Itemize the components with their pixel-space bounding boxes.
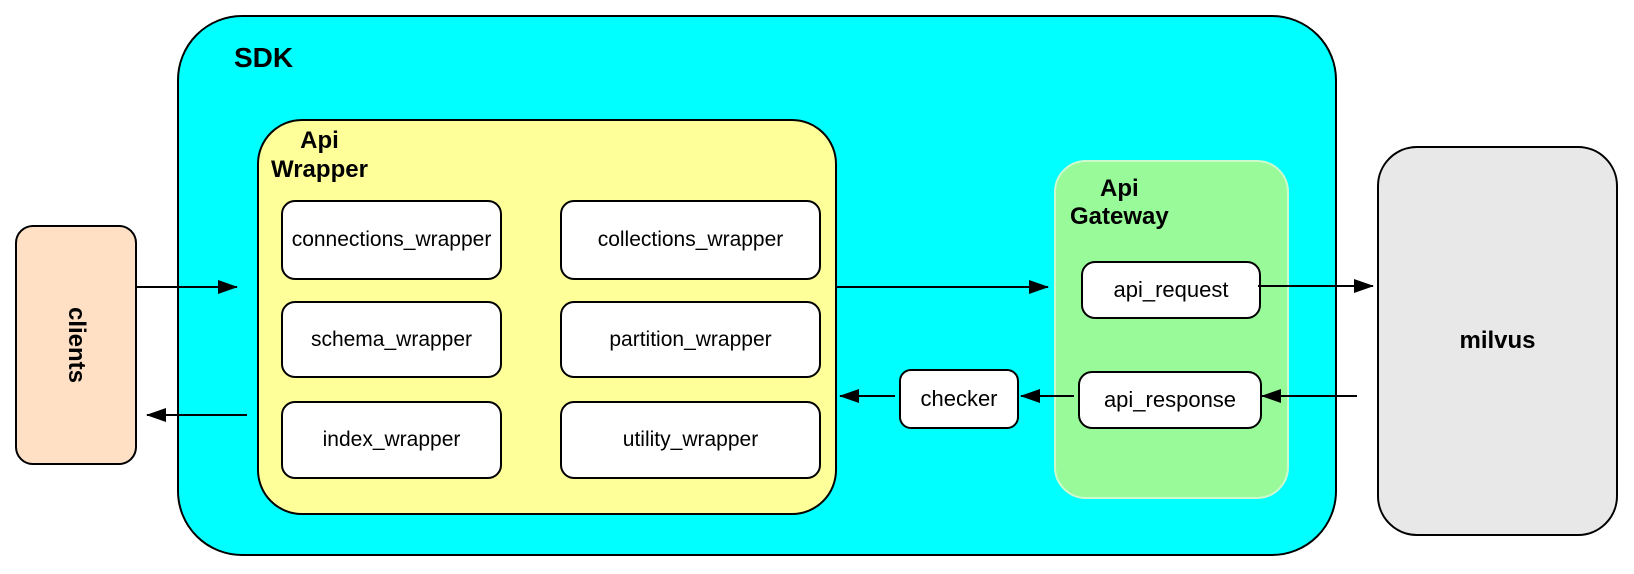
checker-node: checker: [899, 369, 1019, 429]
api-gateway-label-line2: Gateway: [1070, 203, 1169, 230]
milvus-node: milvus: [1377, 146, 1618, 536]
api-wrapper-label: Api Wrapper: [271, 126, 368, 184]
clients-label: clients: [63, 306, 90, 384]
module-connections-wrapper: connections_wrapper: [281, 200, 502, 280]
api-wrapper-label-line1: Api: [300, 127, 339, 154]
api-gateway-container: Api Gateway api_request api_response: [1054, 160, 1289, 499]
sdk-container: SDK Api Wrapper connections_wrapper coll…: [177, 15, 1337, 556]
api-gateway-label-line1: Api: [1100, 175, 1139, 202]
module-partition-wrapper: partition_wrapper: [560, 301, 821, 378]
clients-node: clients: [15, 225, 137, 465]
api-response-node: api_response: [1078, 371, 1262, 429]
api-gateway-label: Api Gateway: [1070, 175, 1169, 231]
module-index-wrapper: index_wrapper: [281, 401, 502, 479]
sdk-label: SDK: [234, 42, 294, 73]
module-utility-wrapper: utility_wrapper: [560, 401, 821, 479]
api-wrapper-container: Api Wrapper connections_wrapper collecti…: [257, 119, 837, 515]
api-request-node: api_request: [1081, 261, 1261, 319]
api-wrapper-label-line2: Wrapper: [271, 156, 368, 183]
module-collections-wrapper: collections_wrapper: [560, 200, 821, 280]
module-schema-wrapper: schema_wrapper: [281, 301, 502, 378]
